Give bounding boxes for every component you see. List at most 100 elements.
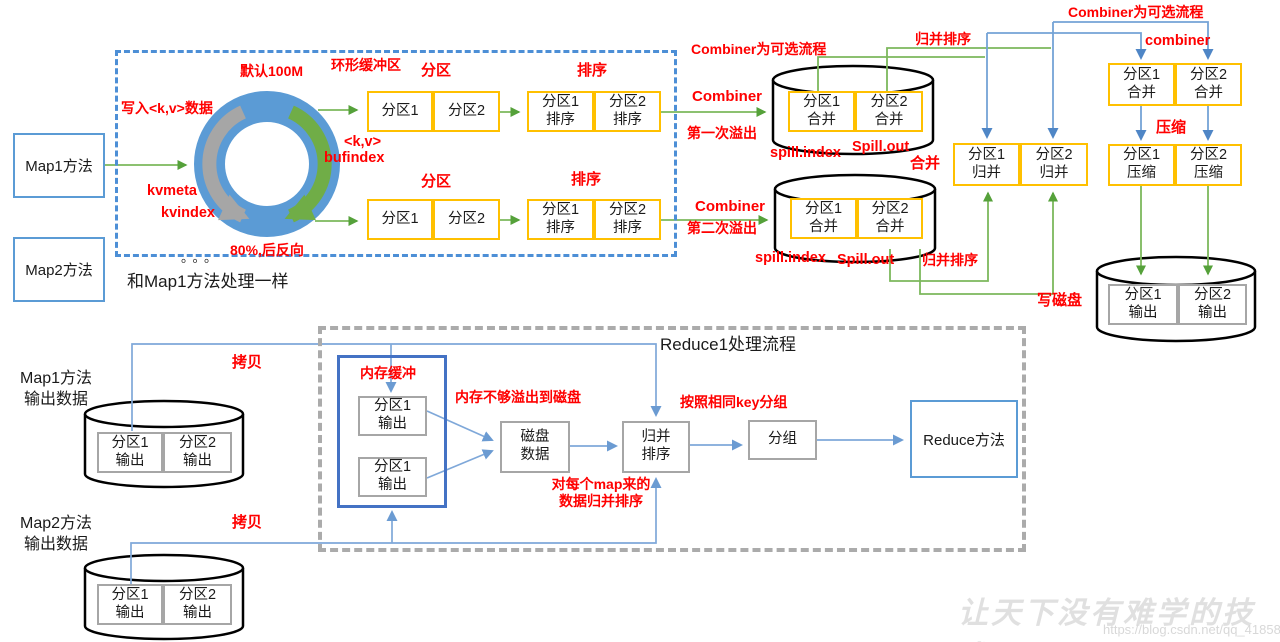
map1-out-p1-label: 分区1 输出 xyxy=(111,434,149,469)
map2-method-label: Map2方法 xyxy=(25,262,93,279)
final-output1-cell: 分区1 输出 xyxy=(1108,284,1178,325)
write-disk-label: 写磁盘 xyxy=(1037,292,1083,309)
combine2-label: 分区2 合并 xyxy=(1189,66,1228,101)
sort1-box-row1: 分区1 排序 xyxy=(527,91,594,132)
combine1-box: 分区1 合并 xyxy=(1108,63,1175,106)
map2-out-p2-label: 分区2 输出 xyxy=(178,586,217,621)
spill2-p2-label: 分区2 合并 xyxy=(871,200,909,235)
memory-spill-note: 内存不够溢出到磁盘 xyxy=(455,389,581,405)
sort2-label: 分区2 排序 xyxy=(608,201,647,236)
reduce-flow-arrows xyxy=(130,343,904,584)
sort-title-row1: 排序 xyxy=(577,62,608,79)
ring-buffer xyxy=(194,91,340,237)
ring-kvmeta-label: kvmeta xyxy=(147,183,197,199)
blue-combiner-arrows xyxy=(981,21,1214,141)
partition2-label: 分区2 xyxy=(447,210,486,227)
disk-data-label: 磁盘 数据 xyxy=(520,429,550,463)
partition1-box-row2: 分区1 xyxy=(367,199,433,240)
ring-write-kv-label: 写入<k,v>数据 xyxy=(121,100,213,116)
disk-data-box: 磁盘 数据 xyxy=(500,421,570,473)
merge2-box: 分区2 归并 xyxy=(1020,143,1088,186)
copy-label-2: 拷贝 xyxy=(232,514,263,531)
merge1-box: 分区1 归并 xyxy=(953,143,1020,186)
group-box: 分组 xyxy=(748,420,817,460)
partition-title-row1: 分区 xyxy=(421,62,452,79)
map2-method-box: Map2方法 xyxy=(13,237,105,302)
map1-output-title: Map1方法 输出数据 xyxy=(19,370,93,408)
compress2-box: 分区2 压缩 xyxy=(1175,144,1242,186)
ellipsis-dots: 。。。 xyxy=(181,250,223,265)
mem-cell2-label: 分区1 输出 xyxy=(373,459,412,493)
spill1-p2-label: 分区2 合并 xyxy=(870,93,908,128)
sort2-label: 分区2 排序 xyxy=(608,93,647,128)
combine1-label: 分区1 合并 xyxy=(1122,66,1161,101)
combiner-label-row2: Combiner xyxy=(695,198,766,215)
sort2-box-row2: 分区2 排序 xyxy=(594,199,661,240)
mem-cell1-label: 分区1 输出 xyxy=(373,398,412,432)
merge-sort-box: 归并 排序 xyxy=(622,421,690,473)
spill-out-label-1: Spill.out xyxy=(852,139,910,155)
map2-output-title: Map2方法 输出数据 xyxy=(19,515,93,553)
map1-output-p1-cell: 分区1 输出 xyxy=(97,432,163,473)
copy-label-1: 拷贝 xyxy=(232,354,263,371)
partition2-label: 分区2 xyxy=(447,102,486,119)
memory-buffer-label: 内存缓冲 xyxy=(360,365,416,381)
watermark-url: https://blog.csdn.net/qq_41858402 xyxy=(1103,622,1280,637)
final-output2-label: 分区2 输出 xyxy=(1193,286,1232,321)
combiner-optional-label-left: Combiner为可选流程 xyxy=(691,41,827,57)
map2-out-p1-label: 分区1 输出 xyxy=(111,586,149,621)
group-by-key-note: 按照相同key分组 xyxy=(680,394,788,410)
ring-bufindex-label: bufindex xyxy=(324,150,385,166)
memory-buffer-frame xyxy=(337,355,447,508)
map1-output-p2-cell: 分区2 输出 xyxy=(163,432,232,473)
final-output2-cell: 分区2 输出 xyxy=(1178,284,1247,325)
spill2-partition1-merge-cell: 分区1 合并 xyxy=(790,198,857,239)
combine2-box: 分区2 合并 xyxy=(1175,63,1242,106)
memory-buffer-cell-1: 分区1 输出 xyxy=(358,396,427,436)
combiner-label-row1: Combiner xyxy=(692,88,763,105)
spill2-partition2-merge-cell: 分区2 合并 xyxy=(857,198,923,239)
compress2-label: 分区2 压缩 xyxy=(1189,147,1228,181)
partition2-box-row1: 分区2 xyxy=(433,91,500,132)
spill-index-label-2: spill.index xyxy=(755,250,826,266)
sort1-box-row2: 分区1 排序 xyxy=(527,199,594,240)
partition1-label: 分区1 xyxy=(381,102,419,119)
sort2-box-row1: 分区2 排序 xyxy=(594,91,661,132)
partition1-label: 分区1 xyxy=(381,210,419,227)
reduce-method-label: Reduce方法 xyxy=(923,431,1005,449)
first-spill-label: 第一次溢出 xyxy=(687,125,757,141)
merge-sort-label-bottom: 归并排序 xyxy=(922,252,978,268)
reduce-method-box: Reduce方法 xyxy=(910,400,1018,478)
spill1-partition1-merge-cell: 分区1 合并 xyxy=(788,91,855,132)
map2-output-p1-cell: 分区1 输出 xyxy=(97,584,163,625)
merge1-label: 分区1 归并 xyxy=(967,146,1006,181)
partition2-box-row2: 分区2 xyxy=(433,199,500,240)
compress1-box: 分区1 压缩 xyxy=(1108,144,1175,186)
partition1-box-row1: 分区1 xyxy=(367,91,433,132)
map2-output-p2-cell: 分区2 输出 xyxy=(163,584,232,625)
combiner-small-label: combiner xyxy=(1145,33,1211,49)
spill-index-label-1: spill.index xyxy=(770,145,841,161)
green-flow-arrows xyxy=(105,47,1213,295)
spill-out-label-2: Spill.out xyxy=(837,252,895,268)
ring-reverse-label: 80%,后反向 xyxy=(230,242,304,258)
spill2-p1-label: 分区1 合并 xyxy=(804,200,843,235)
watermark-slogan: 让天下没有难学的技术 xyxy=(958,596,1255,642)
sort-title-row2: 排序 xyxy=(571,171,602,188)
sort1-label: 分区1 排序 xyxy=(541,93,580,128)
compress-label: 压缩 xyxy=(1156,119,1187,136)
map-task-dashed-frame xyxy=(115,50,677,257)
group-box-label: 分组 xyxy=(768,431,797,448)
same-as-map1-note: 和Map1方法处理一样 xyxy=(127,272,289,291)
per-map-merge-note: 对每个map来的 数据归并排序 xyxy=(551,476,651,509)
reduce-stage-title: Reduce1处理流程 xyxy=(660,335,797,354)
merge-sort-box-label: 归并 排序 xyxy=(641,429,671,463)
reduce-task-dashed-frame xyxy=(318,326,1026,552)
final-output1-label: 分区1 输出 xyxy=(1124,286,1162,321)
ring-default-size-label: 默认100M xyxy=(240,63,304,79)
partition-title-row2: 分区 xyxy=(421,173,452,190)
spill1-p1-label: 分区1 合并 xyxy=(802,93,841,128)
sort1-label: 分区1 排序 xyxy=(541,201,580,236)
combiner-optional-label-right: Combiner为可选流程 xyxy=(1068,4,1204,20)
